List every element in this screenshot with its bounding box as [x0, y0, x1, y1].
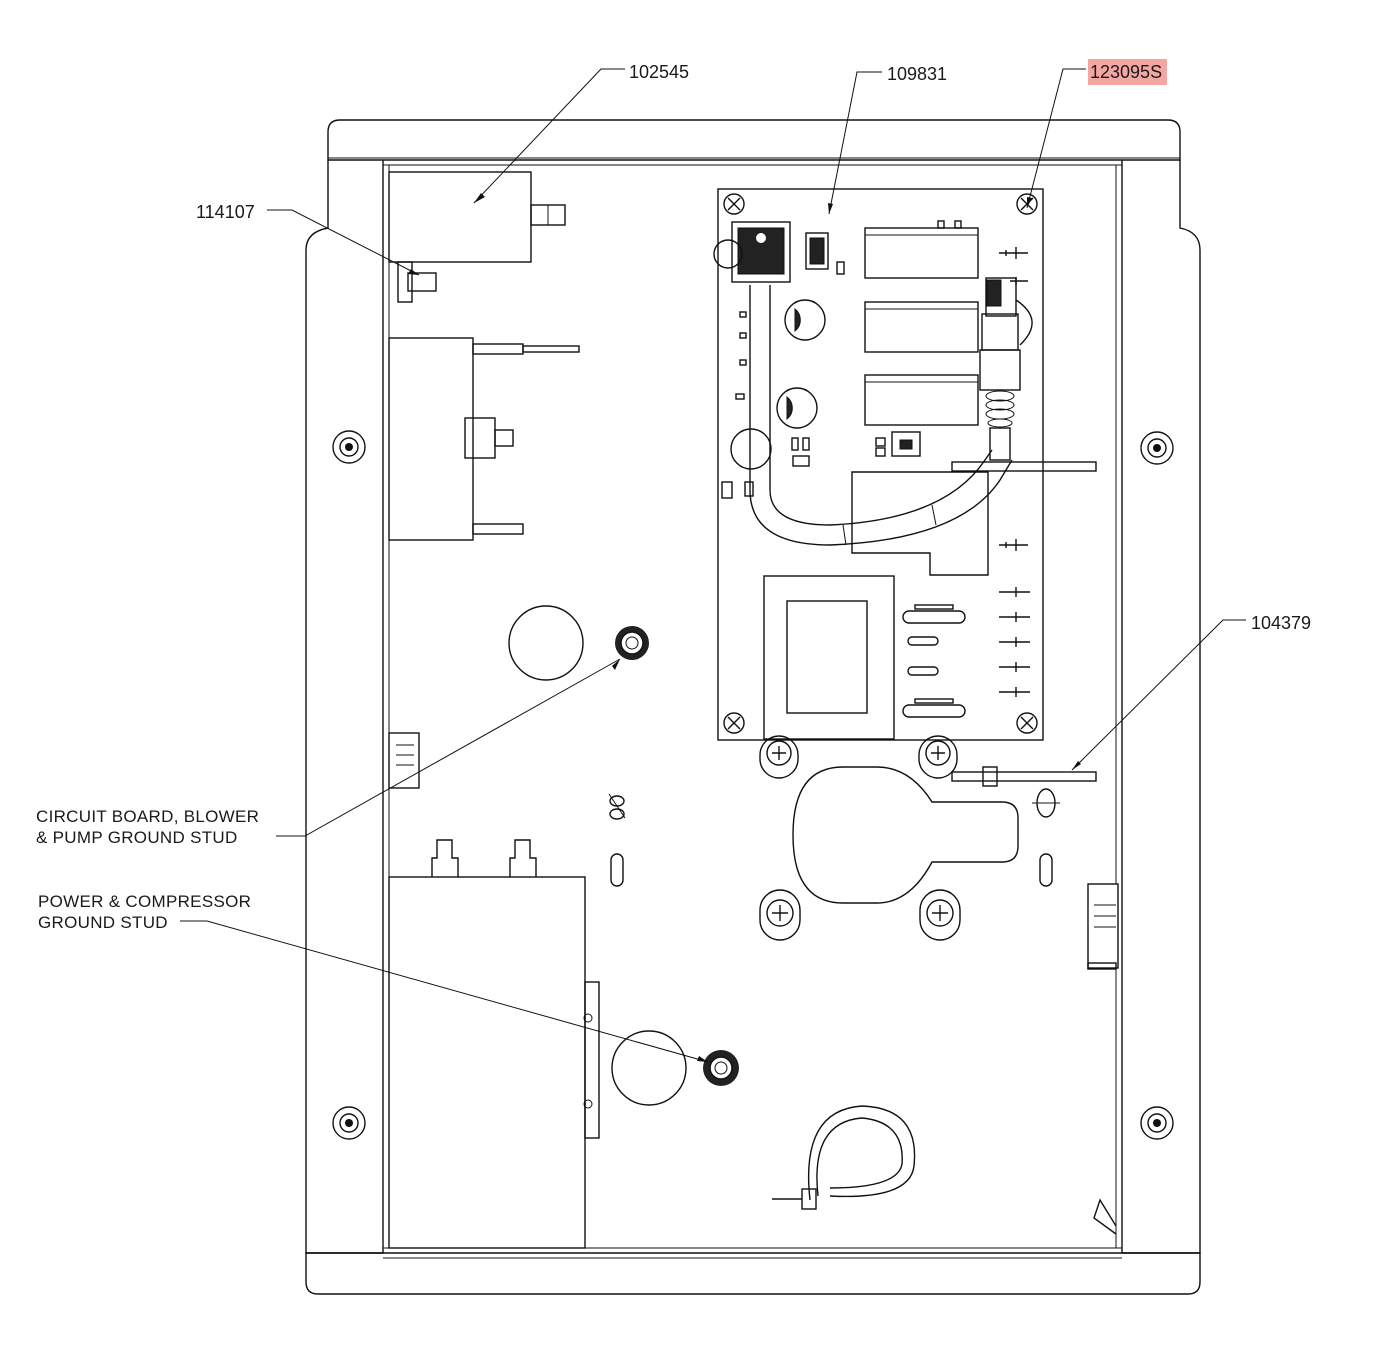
part-number-109831: 109831: [887, 64, 947, 84]
contactor-block: [388, 337, 580, 541]
circuit-board-ground-stud: [615, 626, 649, 660]
relay-component: [388, 171, 566, 303]
power-compressor-ground-stud: [703, 1050, 739, 1086]
wall-screw-top-left: [332, 430, 366, 464]
standoff-screw-c: [759, 889, 801, 941]
knockout-hole-lower: [611, 1030, 687, 1106]
wall-screw-bottom-right: [1140, 1106, 1174, 1140]
standoff-screw-b: [918, 735, 958, 779]
part-number-102545: 102545: [629, 62, 689, 82]
keyhole-opening: [792, 766, 1019, 904]
circuit-board-ground-label-line1: CIRCUIT BOARD, BLOWER: [36, 807, 259, 826]
capacitor-component: [388, 839, 600, 1249]
circuit-board: [713, 188, 1097, 741]
standoff-screw-a: [759, 735, 799, 779]
part-number-114107: 114107: [196, 202, 255, 222]
cable-tie-104379: [951, 766, 1097, 818]
part-number-104379: 104379: [1251, 613, 1311, 633]
wall-screw-top-right: [1140, 431, 1174, 465]
wall-screw-bottom-left: [332, 1106, 366, 1140]
loose-cable-tie: [772, 1105, 916, 1210]
slot-left: [610, 853, 624, 887]
knockout-hole-upper: [508, 605, 584, 681]
clip-mark: [608, 793, 626, 820]
side-connector-left: [388, 732, 420, 789]
side-connector-right: [1087, 883, 1119, 970]
power-ground-label-line1: POWER & COMPRESSOR: [38, 892, 251, 911]
circuit-board-ground-label-line2: & PUMP GROUND STUD: [36, 828, 238, 847]
part-number-highlight: [1088, 59, 1167, 85]
enclosure: [305, 119, 1201, 1295]
part-number-123095s[interactable]: 123095S: [1090, 62, 1162, 82]
standoff-screw-d: [919, 889, 961, 941]
corner-clip: [1093, 1198, 1117, 1235]
power-ground-label-line2: GROUND STUD: [38, 913, 168, 932]
leader-lines: [180, 68, 1246, 1063]
slot-right: [1039, 853, 1053, 887]
